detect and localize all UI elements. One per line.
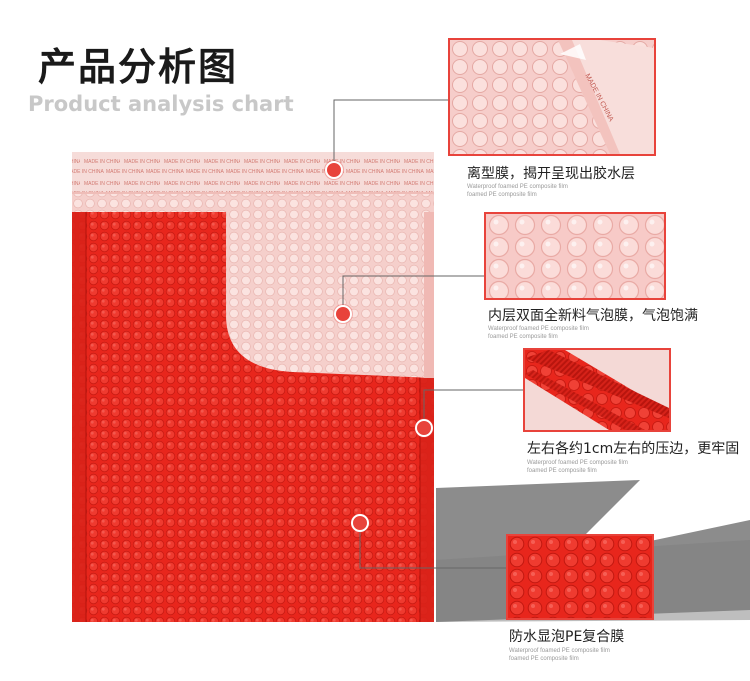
callout-label-inner-bubble: 内层双面全新料气泡膜，气泡饱满 xyxy=(488,308,698,324)
page-title: 产品分析图 xyxy=(38,45,239,89)
callout-sub1-outer-film: Waterproof foamed PE composite film xyxy=(509,648,610,654)
callout-dot-release-film xyxy=(325,161,343,179)
callout-dot-inner-bubble xyxy=(334,305,352,323)
callout-sub2-release-film: foamed PE composite film xyxy=(467,192,537,198)
photo-side-seam xyxy=(523,348,671,432)
photo-inner-bubble xyxy=(484,212,666,300)
callout-sub2-outer-film: foamed PE composite film xyxy=(509,656,579,662)
callout-label-release-film: 离型膜，揭开呈现出胶水层 xyxy=(467,166,635,182)
callout-sub1-release-film: Waterproof foamed PE composite film xyxy=(467,184,568,190)
photo-release-film xyxy=(448,38,656,156)
callout-label-outer-film: 防水显泡PE复合膜 xyxy=(509,629,625,645)
page-subtitle: Product analysis chart xyxy=(28,92,294,116)
callout-sub1-inner-bubble: Waterproof foamed PE composite film xyxy=(488,326,589,332)
photo-outer-film xyxy=(506,534,654,620)
callout-dot-outer-film xyxy=(351,514,369,532)
callout-label-side-seam: 左右各约1cm左右的压边，更牢固 xyxy=(527,441,740,457)
callout-sub2-inner-bubble: foamed PE composite film xyxy=(488,334,558,340)
callout-sub2-side-seam: foamed PE composite film xyxy=(527,468,597,474)
callout-sub1-side-seam: Waterproof foamed PE composite film xyxy=(527,460,628,466)
callout-dot-side-seam xyxy=(415,419,433,437)
